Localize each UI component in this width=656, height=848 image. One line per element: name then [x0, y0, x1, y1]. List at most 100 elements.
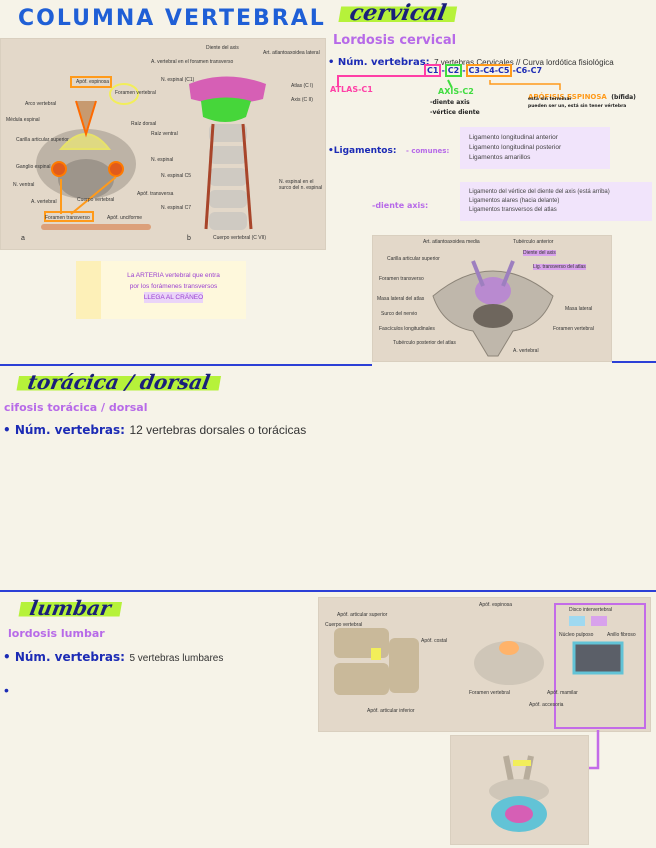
diente-label: -diente axis:: [372, 201, 429, 210]
label: Anillo fibroso: [607, 632, 636, 638]
label: Carilla articular superior: [16, 137, 69, 143]
connector-arrows: [337, 75, 561, 90]
note-line: LLEGA AL CRÁNEO: [143, 292, 204, 303]
count-label: • Núm. vertebras:: [3, 650, 125, 664]
label: Foramen vertebral: [469, 690, 510, 696]
label: Tubérculo anterior: [513, 239, 554, 245]
diente-box: Ligamento del vértice del diente del axi…: [460, 182, 652, 221]
label: N. espinal C5: [161, 173, 192, 179]
label: Cuerpo vertebral (C VII): [213, 235, 267, 241]
ligament-item: Ligamento longitudinal anterior: [469, 134, 558, 141]
atlas-label: ATLAS-C1: [330, 85, 373, 94]
note-line: La ARTERIA vertebral que entra: [127, 272, 220, 279]
comunes-label: - comunes:: [406, 147, 450, 155]
sticky-note: La ARTERIA vertebral que entra por los f…: [76, 261, 246, 319]
label: Apóf. costal: [421, 638, 448, 644]
count-label: • Núm. vertebras:: [328, 57, 430, 68]
apofisis-line: pueden ser un, está sin tener vértebra: [528, 104, 627, 109]
label: Apóf. articular superior: [337, 612, 388, 618]
ligament-item: Ligamento longitudinal posterior: [469, 144, 562, 151]
label: Tubérculo posterior del atlas: [393, 340, 456, 346]
label: Apóf. mamilar: [547, 690, 578, 696]
label: Art. atlantoaxoidea media: [423, 239, 480, 245]
separator: -: [441, 66, 445, 75]
label: Apóf. unciforme: [107, 215, 143, 221]
label: a: [21, 235, 25, 242]
label: Arco vertebral: [25, 101, 57, 107]
cervical-heading: cervical: [337, 0, 459, 26]
axis-item: -diente axis: [430, 99, 470, 106]
label: Lig. transverso del atlas: [533, 264, 586, 270]
vertebra-illustration: [36, 76, 266, 230]
apofisis-note: (bífida): [611, 94, 636, 101]
axis-label: AXIS-C2: [438, 87, 474, 96]
count-label: • Núm. vertebras:: [3, 423, 125, 437]
c6-c7-tag: C6-C7: [515, 66, 543, 75]
label: Raíz dorsal: [131, 121, 157, 127]
c2-tag: C2: [444, 64, 463, 77]
c1-tag: C1: [424, 64, 442, 77]
label: Atlas (C I): [291, 83, 314, 89]
apofisis-line: está sin terminar: [528, 97, 572, 102]
label: Raíz ventral: [151, 131, 178, 137]
section-divider: [612, 361, 656, 363]
label: Surco del nervio: [381, 311, 418, 317]
label: A. vertebral: [513, 348, 539, 354]
section-divider: [0, 364, 372, 366]
ligament-item: Ligamentos alares (hacia delante): [469, 198, 560, 204]
label: Apóf. espinosa: [479, 602, 513, 608]
page-title: COLUMNA VERTEBRAL: [18, 6, 326, 31]
label: Diente del axis: [523, 250, 556, 256]
cervical-subtitle: Lordosis cervical: [333, 33, 457, 48]
label: N. espinal C7: [161, 205, 192, 211]
ligament-item: Ligamentos amarillos: [469, 154, 531, 161]
ligament-item: Ligamentos transversos del atlas: [469, 207, 557, 213]
label: Apóf. espinosa: [76, 79, 110, 85]
count-value: 5 vertebras lumbares: [129, 653, 224, 664]
label: Apóf. articular inferior: [367, 708, 415, 714]
label: N. espinal en el surco del n. espinal: [279, 179, 323, 191]
label: Foramen vertebral: [115, 90, 156, 96]
empty-bullet: •: [4, 682, 9, 698]
label: Carilla articular superior: [387, 256, 440, 262]
label: N. espinal: [151, 157, 174, 163]
cervical-vertebra-figure: Apóf. espinosa Foramen vertebral Arco ve…: [0, 38, 326, 250]
section-divider: [0, 590, 656, 592]
disc-illustration: [489, 755, 549, 832]
apofisis-label: APÓFISIS ESPINOSA: [528, 93, 607, 101]
count-value: 7 vertebras Cervicales // Curva lordótic…: [434, 58, 614, 67]
label: Cuerpo vertebral: [325, 622, 363, 628]
label: Art. atlantoaxoidea lateral: [263, 50, 320, 56]
atlas-illustration: [432, 260, 554, 357]
separator: -: [462, 66, 466, 75]
label: Núcleo pulposo: [559, 632, 594, 638]
lumbar-subtitle: lordosis lumbar: [8, 627, 105, 640]
separator: -: [512, 66, 516, 75]
lumbar-disc-figure: [450, 735, 589, 845]
label: Ganglio espinal: [16, 164, 51, 170]
toracica-subtitle: cifosis torácica / dorsal: [4, 401, 148, 414]
ligament-item: Ligamento del vértice del diente del axi…: [469, 189, 610, 195]
lumbar-figure: Apóf. articular superior Cuerpo vertebra…: [318, 597, 651, 732]
label: A. vertebral en el foramen transverso: [151, 59, 234, 65]
label: Masa lateral del atlas: [377, 296, 425, 302]
label: N. ventral: [13, 182, 35, 188]
label: Médula espinal: [6, 117, 40, 123]
note-line: por los forámenes transversos: [129, 283, 218, 290]
count-value: 12 vertebras dorsales o torácicas: [129, 423, 307, 437]
label: Cuerpo vertebral: [77, 197, 115, 203]
label: A. vertebral: [31, 199, 57, 205]
label: Fascículos longitudinales: [379, 326, 435, 332]
axis-item: -vértice diente: [430, 109, 480, 116]
label: Masa lateral: [565, 306, 593, 312]
label: Foramen vertebral: [553, 326, 594, 332]
label: b: [187, 235, 191, 242]
lumbar-heading: lumbar: [17, 596, 123, 620]
label: Apóf. accesoria: [529, 702, 564, 708]
label: Foramen transverso: [45, 215, 90, 221]
toracica-heading: torácica / dorsal: [15, 370, 223, 394]
label: N. espinal (C1): [161, 77, 195, 83]
lumbar-illustration: [334, 603, 646, 729]
atlas-figure: Art. atlantoaxoidea media Tubérculo ante…: [372, 235, 612, 362]
label: Foramen transverso: [379, 276, 424, 282]
